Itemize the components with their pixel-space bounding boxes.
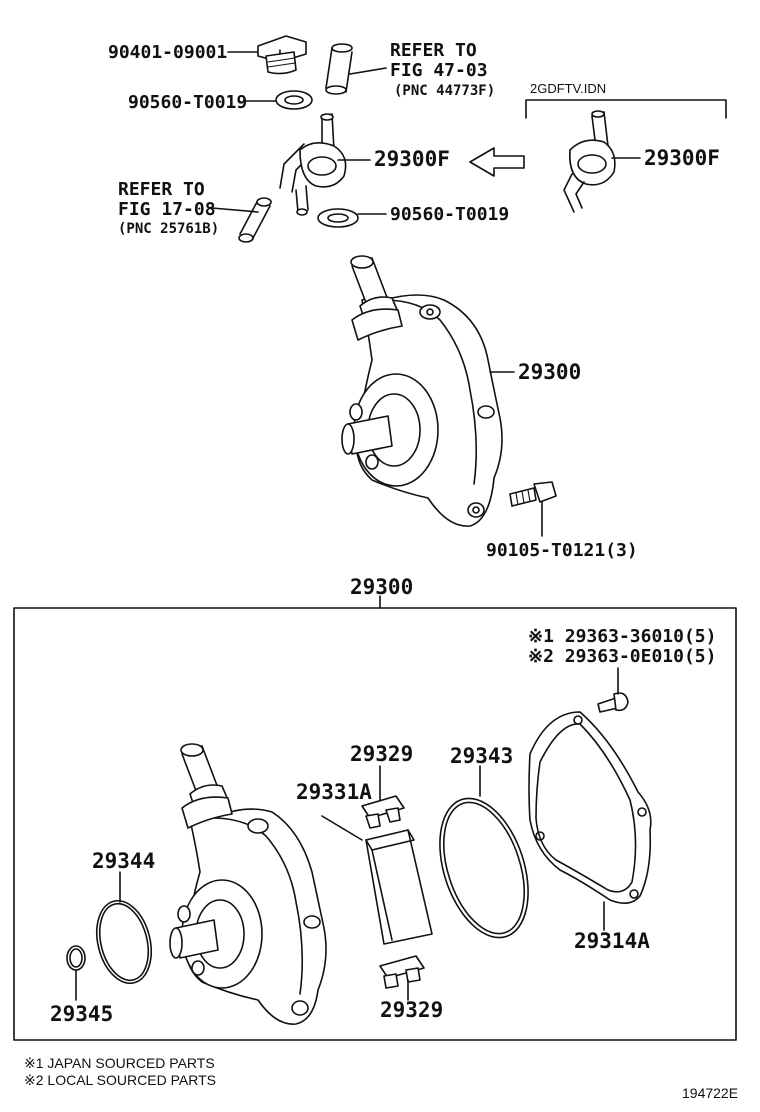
note-local: ※2 LOCAL SOURCED PARTS [24, 1072, 216, 1088]
hose-lower-icon [238, 197, 272, 243]
label-rotor-vane: 29331A [296, 780, 372, 804]
o-ring-small-icon [66, 945, 86, 971]
label-refer-b-line1: REFER TO [118, 179, 205, 200]
label-refer-a-line2: FIG 47-03 [390, 60, 488, 81]
label-refer-a-line1: REFER TO [390, 40, 477, 61]
gasket-upper-icon [275, 90, 313, 110]
label-vane-upper: 29329 [350, 742, 414, 766]
assembly-frame [13, 607, 737, 1041]
label-refer-b-line3: (PNC 25761B) [118, 221, 220, 237]
hose-upper-icon [325, 43, 353, 95]
plug-icon [257, 35, 307, 75]
variant-bracket [525, 99, 727, 119]
leader-refer-a [349, 67, 387, 75]
vane-upper-icon [361, 795, 405, 829]
label-union-left: 29300F [374, 147, 450, 171]
label-screw-1: ※1 29363-36010(5) [528, 626, 717, 647]
label-screw-2: ※2 29363-0E010(5) [528, 646, 717, 667]
label-o-ring-large: 29343 [450, 744, 514, 768]
o-ring-large-icon [439, 797, 529, 939]
rotor-vane-icon [365, 829, 433, 945]
label-assembly: 29300 [350, 575, 414, 599]
figure-id: 194722E [682, 1085, 739, 1101]
flange-bolt-icon [509, 481, 557, 507]
label-union-right: 29300F [644, 146, 720, 170]
label-variant: 2GDFTV.IDN [530, 81, 607, 96]
label-vane-lower: 29329 [380, 998, 444, 1022]
label-cover: 29314A [574, 929, 650, 953]
vacuum-pump-icon [341, 255, 503, 527]
leader-refer-b [211, 207, 259, 213]
label-gasket-lower: 90560-T0019 [390, 204, 510, 225]
vacuum-pump-lower-icon [169, 743, 327, 1025]
label-o-ring-mid: 29344 [92, 849, 156, 873]
note-japan: ※1 JAPAN SOURCED PARTS [24, 1055, 215, 1071]
vane-lower-icon [379, 955, 425, 989]
label-bolt: 90105-T0121(3) [486, 540, 638, 561]
gasket-lower-icon [317, 208, 359, 228]
label-o-ring-small: 29345 [50, 1002, 114, 1026]
label-refer-a-line3: (PNC 44773F) [394, 83, 496, 99]
pump-cover-icon [528, 711, 652, 904]
screw-icon [597, 692, 629, 713]
label-refer-b-line2: FIG 17-08 [118, 199, 216, 220]
label-gasket-upper: 90560-T0019 [128, 92, 248, 113]
o-ring-mid-icon [96, 899, 152, 985]
arrow-left-icon [469, 147, 525, 177]
union-bolt-left-icon [279, 113, 347, 216]
leader-rotor-vane [321, 815, 363, 841]
union-bolt-right-icon [563, 110, 616, 213]
label-plug: 90401-09001 [108, 42, 228, 63]
label-pump: 29300 [518, 360, 582, 384]
